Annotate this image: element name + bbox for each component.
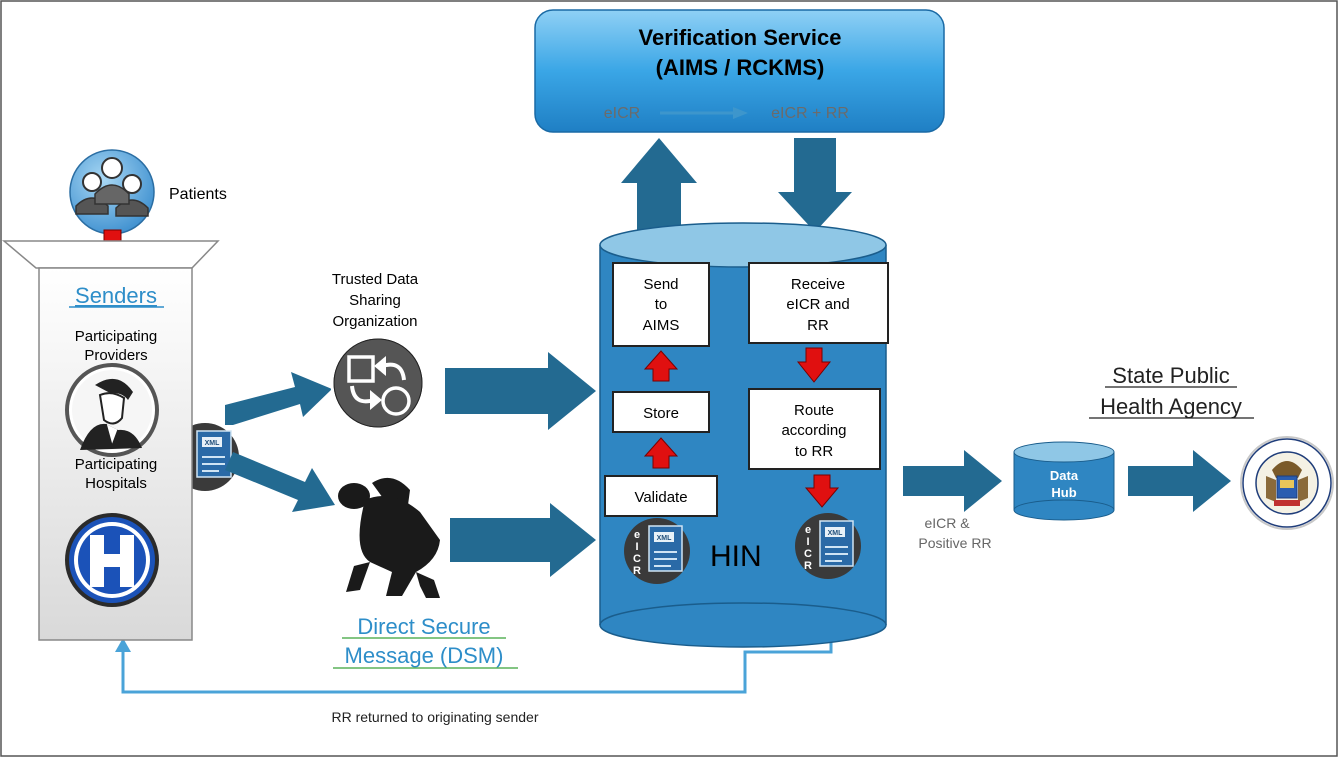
patients-icon <box>69 149 155 235</box>
hin-store-to-send-arrow-icon <box>643 350 679 382</box>
hin-receive-line2: eICR and <box>786 296 849 313</box>
up-arrow-to-verification-icon <box>621 138 697 235</box>
agency-line2: Health Agency <box>1100 394 1242 419</box>
doc-letter-r-2: R <box>633 565 641 577</box>
hin-label: HIN <box>710 540 762 573</box>
dsm-line1: Direct Secure <box>357 614 490 639</box>
eicr-doc-icon-hin-left: XML e I C R <box>624 518 690 584</box>
down-arrow-from-verification-icon <box>778 138 852 232</box>
doc-letter-i-2: I <box>635 541 638 553</box>
senders-providers-line1: Participating <box>75 328 158 345</box>
return-label: RR returned to originating sender <box>331 709 538 725</box>
hin-route-to-doc-arrow-icon <box>804 474 840 508</box>
hin-receive-to-route-arrow-icon <box>796 347 832 383</box>
hin-send-line3: AIMS <box>643 317 680 334</box>
hin-send-box: Send to AIMS <box>612 262 710 347</box>
return-arrowhead-icon <box>115 638 131 652</box>
state-seal-icon <box>1240 436 1334 530</box>
senders-providers-line2: Providers <box>84 347 147 364</box>
senders-hospitals-line2: Hospitals <box>85 475 147 492</box>
dsm-line2: Message (DSM) <box>345 643 504 668</box>
hin-validate-label: Validate <box>634 489 687 506</box>
trusted-org-line2: Sharing <box>349 292 401 309</box>
trusted-org-line3: Organization <box>332 313 417 330</box>
arrow-hin-to-data-hub-icon <box>903 450 1002 512</box>
output-label-line1: eICR & <box>924 515 970 531</box>
verification-flow-arrowhead-icon <box>733 107 748 119</box>
senders-title: Senders <box>75 283 157 308</box>
hin-send-line2: to <box>655 296 668 313</box>
arrow-trusted-to-hin-icon <box>445 352 596 430</box>
hin-receive-box: Receive eICR and RR <box>748 262 889 344</box>
hin-receive-line3: RR <box>807 317 829 334</box>
eicr-doc-icon-hin-right: XML e I C R <box>795 513 861 579</box>
doc-letter-c-2: C <box>633 553 641 565</box>
data-hub-line1: Data <box>1050 468 1079 483</box>
provider-doctor-icon <box>65 363 159 457</box>
hin-send-line1: Send <box>643 276 678 293</box>
hin-route-line3: to RR <box>795 443 834 460</box>
hin-receive-line1: Receive <box>791 276 845 293</box>
output-label-line2: Positive RR <box>918 535 991 551</box>
trusted-org-exchange-icon <box>330 335 426 431</box>
patients-label: Patients <box>169 186 227 203</box>
hin-route-box: Route according to RR <box>748 388 881 470</box>
arrow-to-trusted-org-icon <box>225 372 332 425</box>
verification-flow-to: eICR + RR <box>771 105 849 122</box>
arrow-dsm-to-hin-icon <box>450 503 596 577</box>
data-hub-cylinder <box>1013 441 1115 521</box>
verification-title-line1: Verification Service <box>639 25 842 50</box>
arrow-to-dsm-icon <box>225 452 335 512</box>
hin-store-box: Store <box>612 391 710 433</box>
hin-route-line1: Route <box>794 402 834 419</box>
verification-flow-from: eICR <box>604 105 640 122</box>
doc-tag-1: XML <box>205 440 221 447</box>
verification-service-box: Verification Service (AIMS / RCKMS) eICR… <box>534 9 945 133</box>
hospital-icon <box>65 513 159 607</box>
arrow-data-hub-to-agency-icon <box>1128 450 1231 512</box>
doc-tag-3: XML <box>828 530 844 537</box>
doc-letter-r-3: R <box>804 560 812 572</box>
doc-tag-2: XML <box>657 535 673 542</box>
trusted-org-line1: Trusted Data <box>332 271 419 288</box>
verification-title-line2: (AIMS / RCKMS) <box>656 55 825 80</box>
hin-validate-box: Validate <box>604 475 718 517</box>
doc-letter-e-2: e <box>634 529 640 541</box>
hin-route-line2: according <box>781 422 846 439</box>
doc-letter-i-3: I <box>806 536 809 548</box>
senders-hospitals-line1: Participating <box>75 456 158 473</box>
hin-store-label: Store <box>643 405 679 422</box>
hin-validate-to-store-arrow-icon <box>643 437 679 469</box>
agency-line1: State Public <box>1112 363 1229 388</box>
doc-letter-c-3: C <box>804 548 812 560</box>
return-path-line <box>121 600 833 694</box>
dsm-catcher-icon <box>338 477 440 598</box>
data-hub-line2: Hub <box>1051 485 1076 500</box>
doc-letter-e-3: e <box>805 524 811 536</box>
